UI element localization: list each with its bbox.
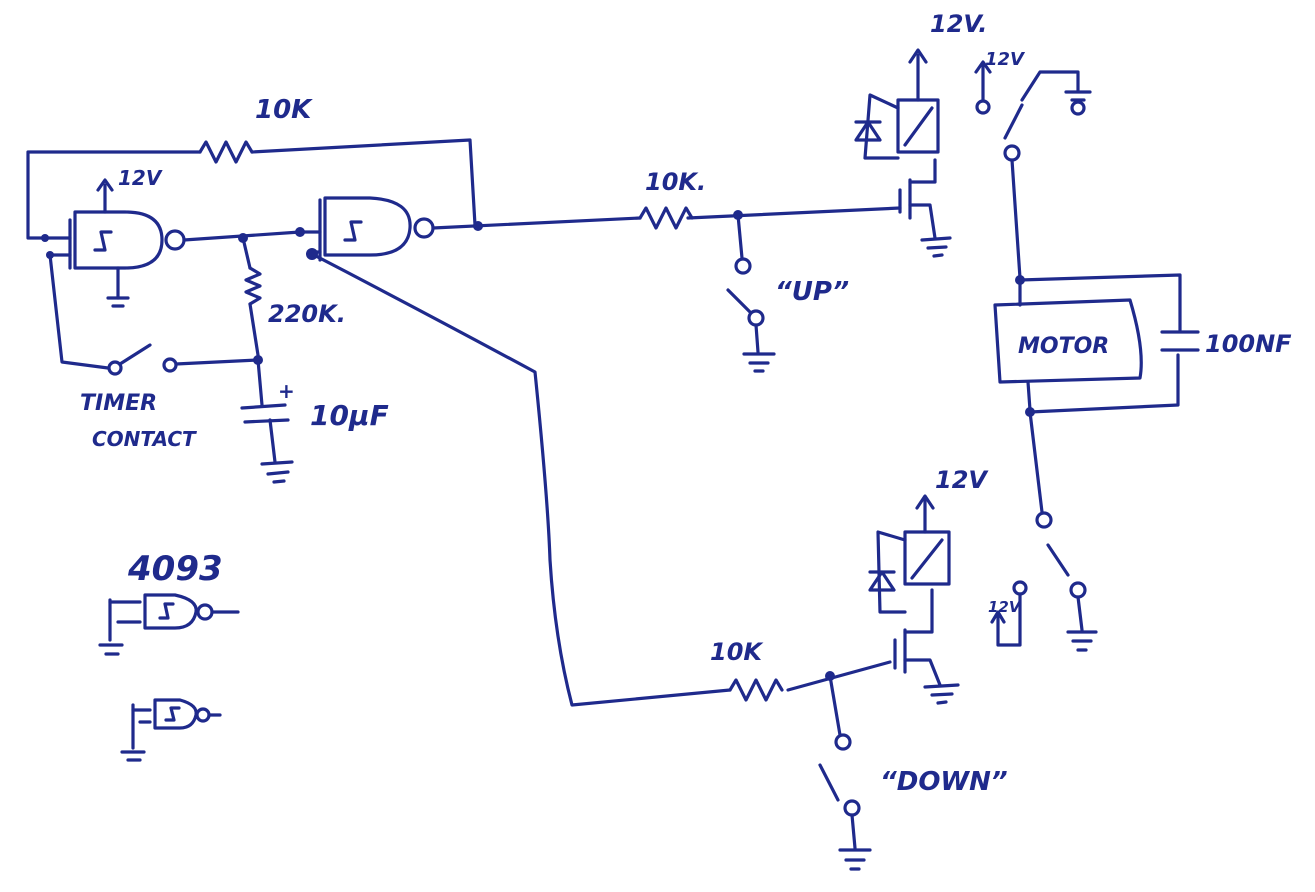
up-relay-contact (974, 60, 1092, 280)
capacitor-plus-label: + (278, 379, 295, 403)
down-resistor-label: 10K (710, 638, 764, 666)
up-button-label: “UP” (775, 277, 849, 307)
chip-label: 4093 (127, 549, 223, 589)
timer-contact-switch (48, 253, 263, 376)
feedback-wire (26, 138, 477, 240)
up-relay-coil (854, 48, 940, 160)
junction (473, 221, 483, 231)
up-resistor (638, 206, 902, 230)
motor-label: MOTOR (1018, 334, 1109, 359)
down-relay-contact (990, 410, 1098, 652)
wire-down-path (310, 252, 732, 707)
up-pushbutton (726, 213, 776, 373)
up-switch-supply-label: 12V (985, 49, 1026, 70)
down-pushbutton (818, 674, 872, 871)
down-switch-supply-label: 12V (988, 598, 1022, 616)
timing-capacitor (240, 358, 294, 484)
timer-label-line2: CONTACT (92, 427, 197, 451)
down-button-label: “DOWN” (880, 767, 1008, 797)
chip-gate-sketch-2 (120, 698, 222, 762)
chip-gate-sketch-1 (98, 593, 240, 656)
gate-supply-label: 12V (118, 166, 163, 190)
timer-label-line1: TIMER (80, 391, 157, 416)
down-resistor (728, 660, 892, 702)
timing-resistor-label: 220K. (268, 300, 346, 328)
down-relay-supply-label: 12V (935, 466, 989, 494)
up-resistor-label: 10K. (645, 168, 706, 196)
down-relay-coil (868, 494, 951, 614)
wire-gate2-output (431, 216, 642, 230)
gate-1-schmitt-nand (41, 178, 186, 308)
motor-capacitor (1160, 330, 1200, 352)
timing-resistor (241, 236, 262, 357)
timing-capacitor-label: 10µF (310, 399, 389, 432)
gate-2-schmitt-nand (298, 196, 435, 262)
feedback-resistor-label: 10K (255, 95, 313, 125)
up-relay-supply-label: 12V. (930, 10, 987, 38)
up-mosfet (898, 158, 952, 258)
motor (993, 273, 1182, 417)
motor-capacitor-label: 100NF (1205, 330, 1292, 358)
down-mosfet (893, 588, 960, 705)
